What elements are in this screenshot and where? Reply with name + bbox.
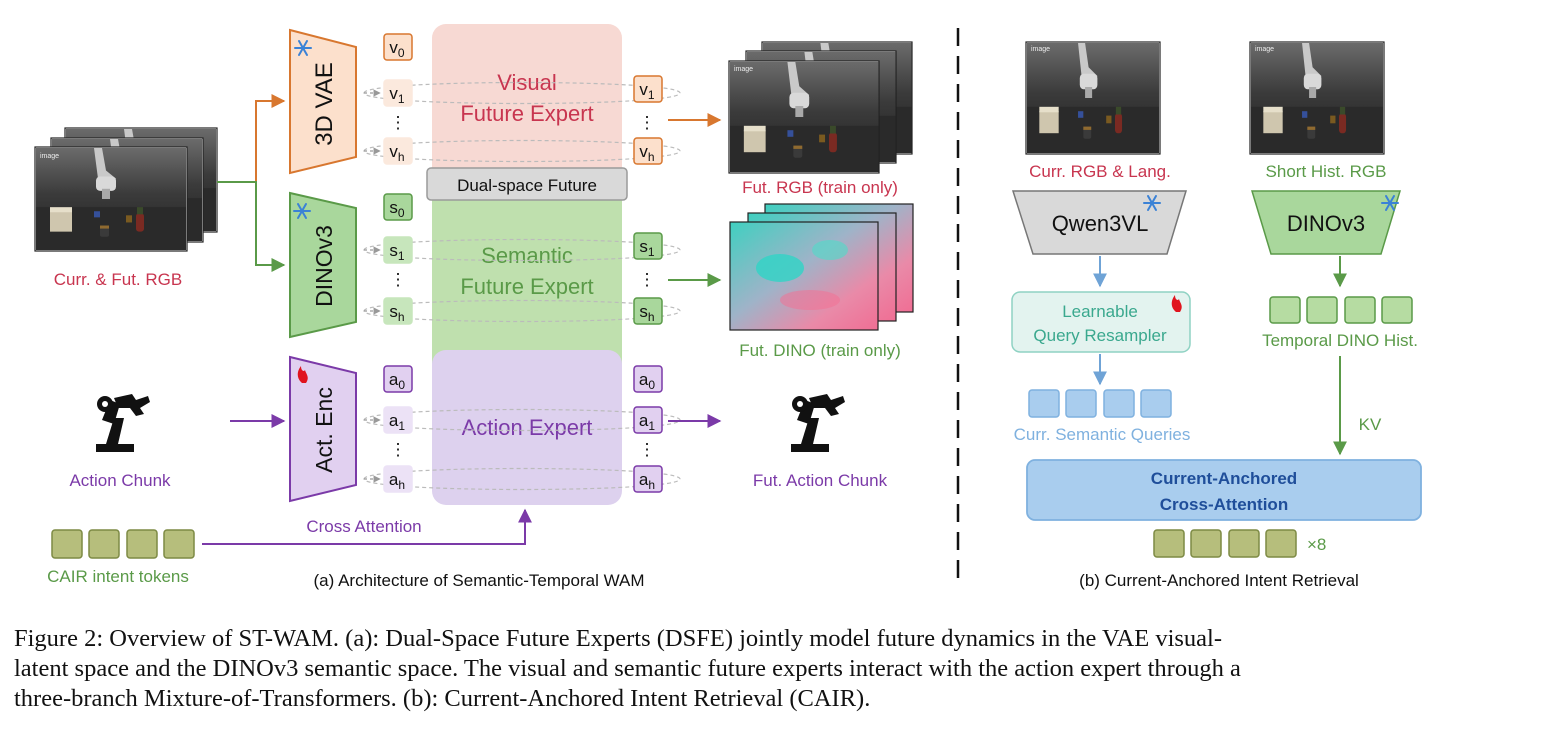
semantic-expert-bg <box>432 178 622 378</box>
dual-space-label: Dual-space Future <box>457 176 597 195</box>
hist-rgb-image: image <box>1249 41 1385 155</box>
subcaption-a: (a) Architecture of Semantic-Temporal WA… <box>314 571 645 590</box>
flame-icon <box>1171 295 1182 312</box>
token-right: s1 <box>633 232 663 260</box>
vertical-ellipsis: ⋮ <box>390 440 407 459</box>
cross-attention-block: Current-Anchored Cross-Attention <box>1026 459 1422 521</box>
curr-rgb-label: Curr. RGB & Lang. <box>1029 162 1171 181</box>
token-loop <box>363 139 681 163</box>
token-right: ah <box>633 465 663 493</box>
image-tag: image <box>734 66 753 73</box>
vertical-ellipsis: ⋮ <box>639 440 656 459</box>
cair-intent-tokens <box>51 529 195 559</box>
input-label: Curr. & Fut. RGB <box>54 270 182 289</box>
action-expert-label: Action Expert <box>462 415 593 440</box>
action-chunk-label: Action Chunk <box>69 471 171 490</box>
fut-rgb-stack: image <box>728 41 913 174</box>
token-left: ah <box>383 465 413 493</box>
token-loop <box>363 467 681 491</box>
curr-rgb-image: image <box>1025 41 1161 155</box>
token-right: vh <box>633 137 663 165</box>
figure-diagram: image Curr. & Fut. RGB 3D VAE DINOv3 Act… <box>34 24 1422 590</box>
token-loop <box>363 299 681 323</box>
semantic-queries-label: Curr. Semantic Queries <box>1014 425 1191 444</box>
image-tag: image <box>40 153 59 160</box>
times-eight-label: ×8 <box>1307 535 1326 554</box>
dino-encoder: DINOv3 <box>289 191 357 339</box>
token-left: vh <box>383 137 413 165</box>
act-enc-label: Act. Enc <box>311 387 337 473</box>
caption-line: Figure 2: Overview of ST-WAM. (a): Dual-… <box>14 625 1223 652</box>
token-right: sh <box>633 297 663 325</box>
action-encoder: Act. Enc <box>289 355 357 503</box>
dino-hist-encoder: DINOv3 <box>1250 190 1402 255</box>
vae-encoder: 3D VAE <box>289 28 357 175</box>
resampler-line2: Query Resampler <box>1033 326 1167 345</box>
token-right: a1 <box>633 406 663 434</box>
vertical-ellipsis: ⋮ <box>639 270 656 289</box>
cross-attention-label: Cross Attention <box>306 517 421 536</box>
attention-line1: Current-Anchored <box>1151 469 1297 488</box>
fut-dino-label: Fut. DINO (train only) <box>739 341 901 360</box>
robot-arm-icon <box>96 394 150 452</box>
token-loop <box>363 238 681 262</box>
dino-label: DINOv3 <box>311 225 337 307</box>
flame-icon <box>297 366 308 383</box>
vertical-ellipsis: ⋮ <box>639 113 656 132</box>
kv-label: KV <box>1359 415 1382 434</box>
vae-label: 3D VAE <box>311 62 338 146</box>
temporal-dino-label: Temporal DINO Hist. <box>1262 331 1418 350</box>
dino-hist-label: DINOv3 <box>1287 211 1365 236</box>
subcaption-b: (b) Current-Anchored Intent Retrieval <box>1079 571 1359 590</box>
cross-attention-arrow <box>202 508 532 545</box>
token-left: a1 <box>383 406 413 434</box>
fut-dino-stack <box>729 203 914 331</box>
token-left: a0 <box>383 365 413 393</box>
action-expert-bg <box>432 350 622 505</box>
token-left: sh <box>383 297 413 325</box>
visual-expert-line2: Future Expert <box>460 101 593 126</box>
token-left: s1 <box>383 236 413 264</box>
query-resampler: Learnable Query Resampler <box>1011 291 1191 353</box>
qwen-label: Qwen3VL <box>1052 211 1149 236</box>
vertical-ellipsis: ⋮ <box>390 113 407 132</box>
robot-arm-icon <box>791 394 845 452</box>
caption-line: three-branch Mixture-of-Transformers. (b… <box>14 685 871 712</box>
input-arrows <box>217 94 286 272</box>
token-left: s0 <box>383 193 413 221</box>
vertical-ellipsis: ⋮ <box>390 270 407 289</box>
token-left: v1 <box>383 79 413 107</box>
semantic-expert-line1: Semantic <box>481 243 573 268</box>
visual-expert-bg <box>432 24 622 194</box>
token-left: v0 <box>383 33 413 61</box>
temporal-dino-tokens <box>1269 296 1413 324</box>
attention-line2: Cross-Attention <box>1160 495 1288 514</box>
token-rows: v0 v1 ⋮ vh v1 ⋮ vh s0 s1 ⋮ sh s1 ⋮ sh a0 a1 ⋮ ah a0 a1 ⋮ ah <box>363 33 681 493</box>
output-intent-tokens <box>1153 529 1297 558</box>
snowflake-icon <box>1381 195 1399 211</box>
qwen-encoder: Qwen3VL <box>1011 190 1188 255</box>
semantic-query-tokens <box>1028 389 1172 418</box>
image-tag: image <box>1255 46 1274 53</box>
resampler-line1: Learnable <box>1062 302 1138 321</box>
cair-tokens-label: CAIR intent tokens <box>47 567 189 586</box>
fut-action-chunk-label: Fut. Action Chunk <box>753 471 888 490</box>
hist-rgb-label: Short Hist. RGB <box>1266 162 1387 181</box>
token-right: v1 <box>633 75 663 103</box>
token-right: a0 <box>633 365 663 393</box>
snowflake-icon <box>293 203 311 219</box>
snowflake-icon <box>294 40 312 56</box>
semantic-expert-line2: Future Expert <box>460 274 593 299</box>
token-loop <box>363 81 681 105</box>
input-rgb-stack: image <box>34 127 218 252</box>
dual-space-future-box <box>426 167 628 201</box>
snowflake-icon <box>1143 195 1161 211</box>
figure-caption: Figure 2: Overview of ST-WAM. (a): Dual-… <box>14 624 1528 714</box>
caption-line: latent space and the DINOv3 semantic spa… <box>14 655 1241 682</box>
image-tag: image <box>1031 46 1050 53</box>
fut-rgb-label: Fut. RGB (train only) <box>742 178 898 197</box>
